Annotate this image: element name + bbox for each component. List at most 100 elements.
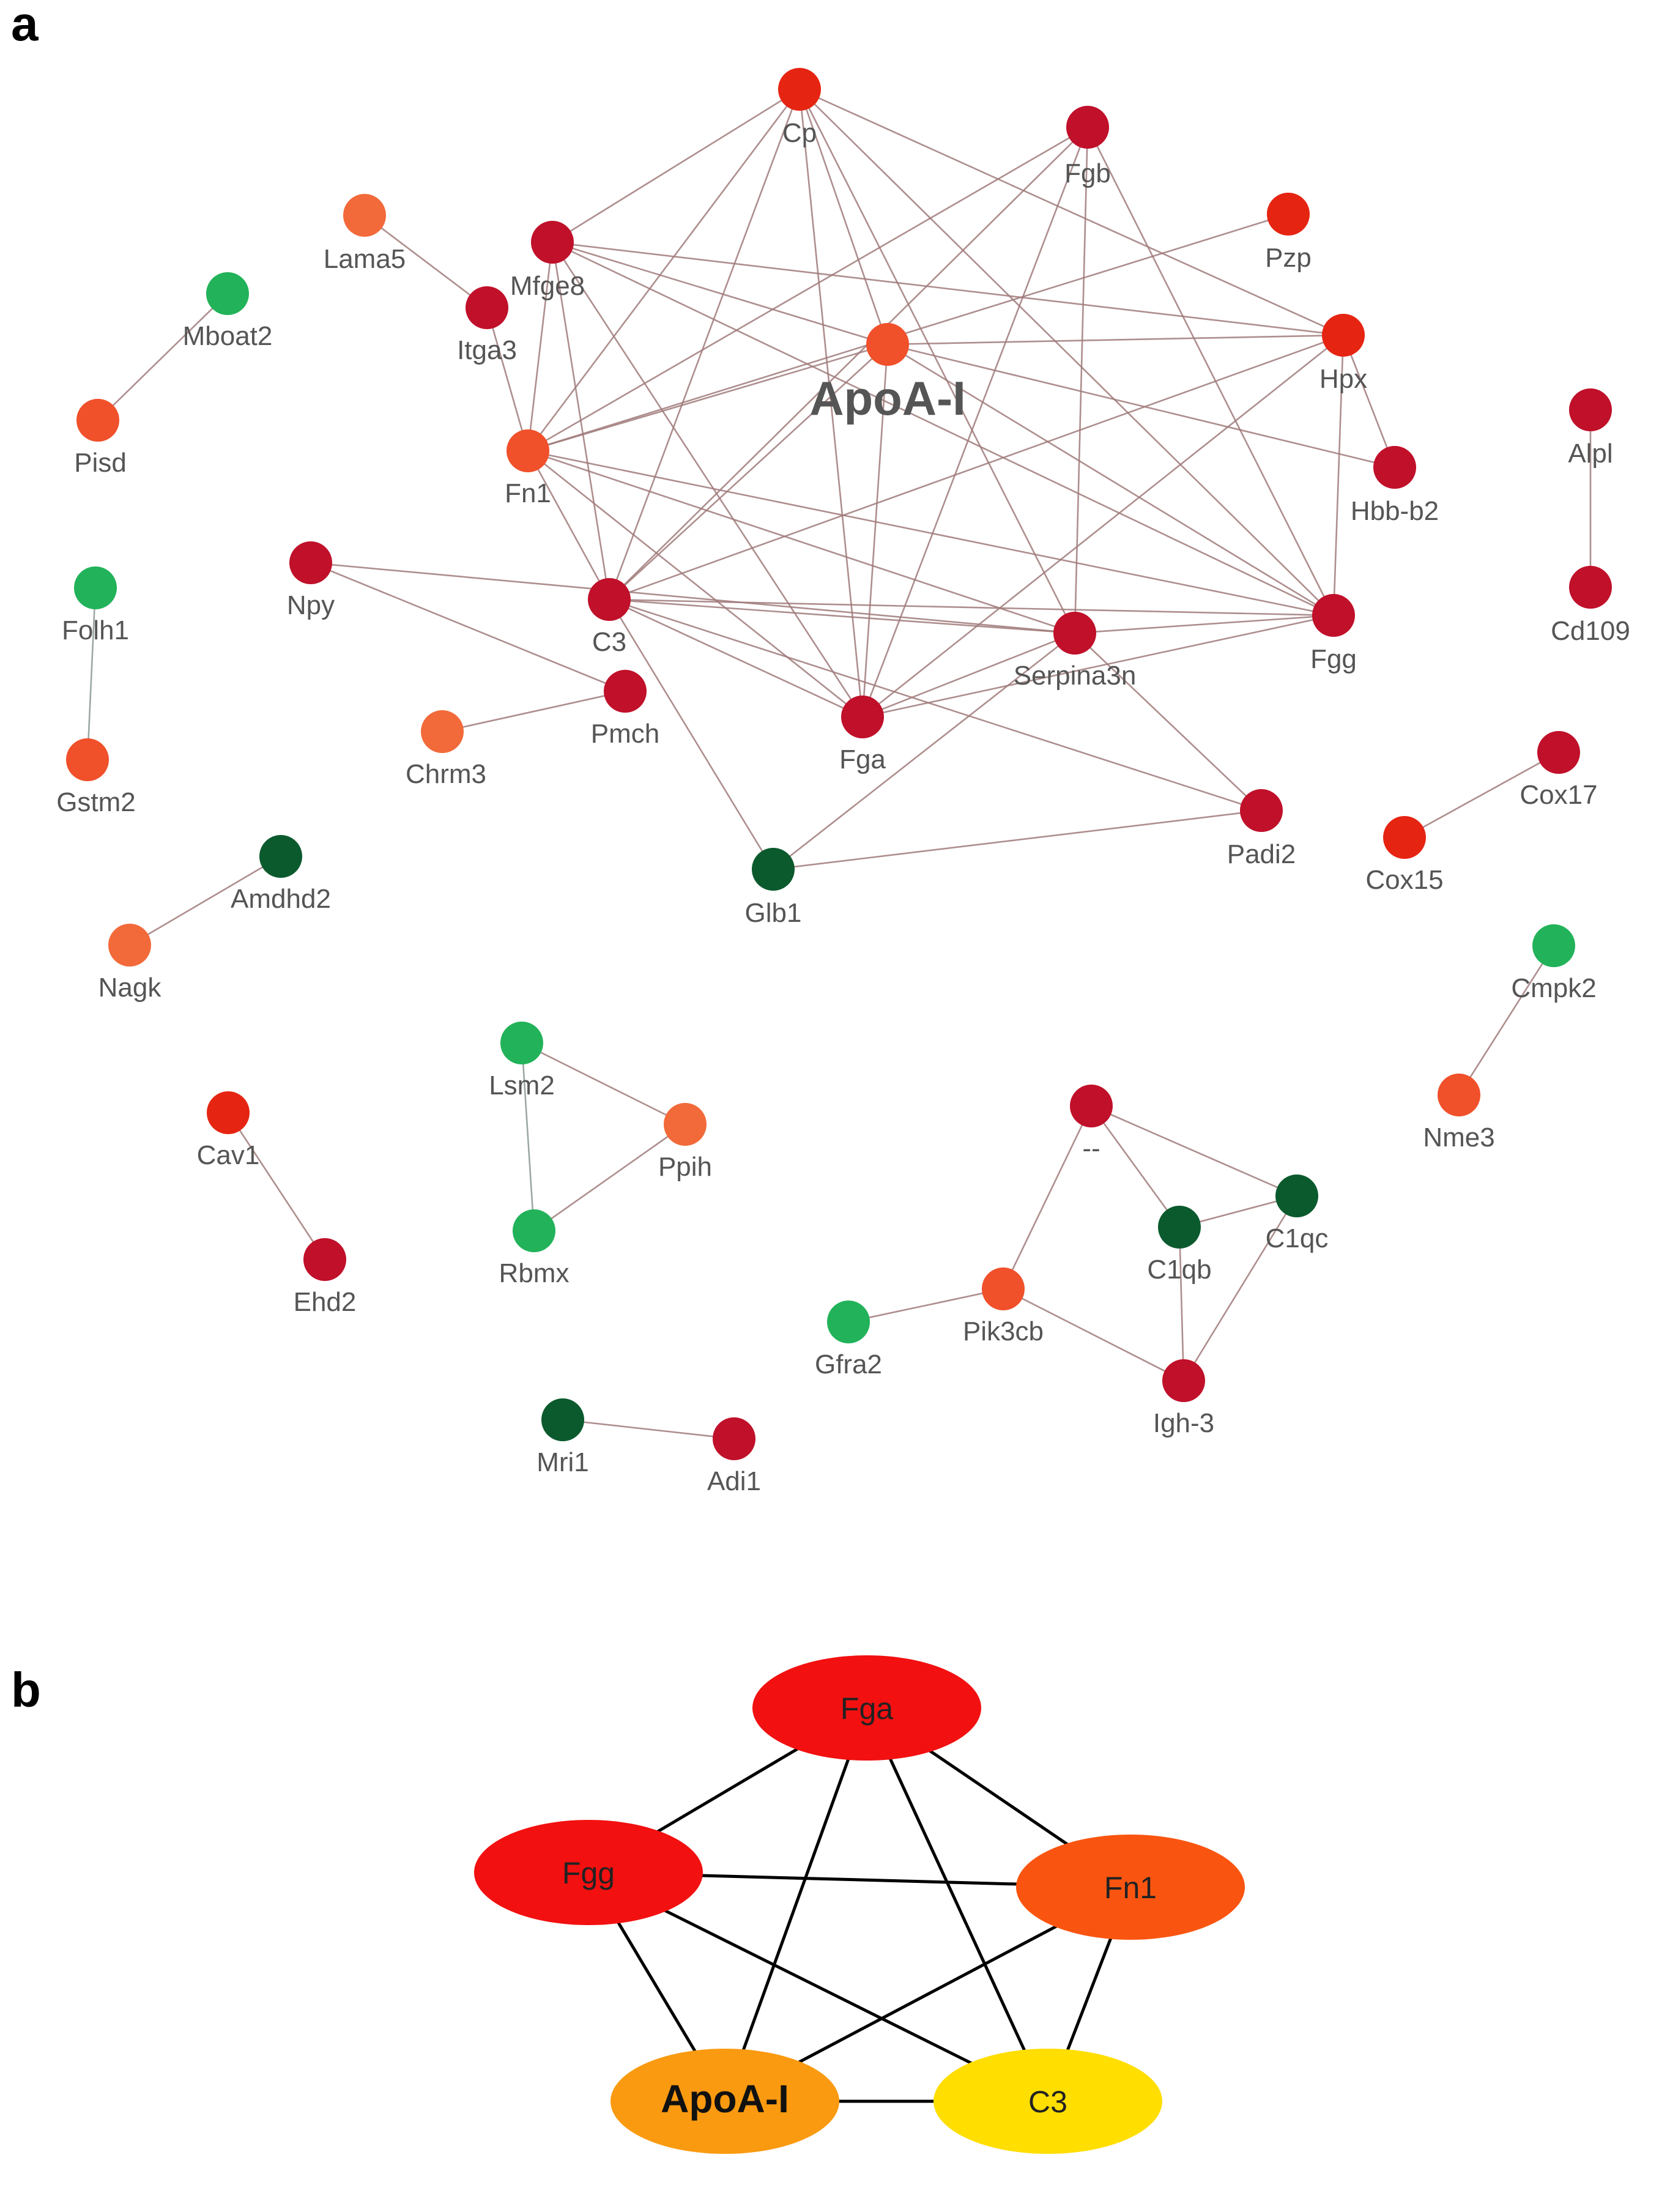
node-label-cp: Cp — [782, 118, 817, 148]
panel-b-letter: b — [11, 1663, 41, 1717]
node-igh-3 — [1162, 1359, 1205, 1402]
node-mri1 — [541, 1398, 584, 1441]
node-b-c3 — [933, 2049, 1162, 2154]
node-fgb — [1066, 106, 1109, 149]
edge-fn1-serpina3n — [527, 450, 1075, 634]
edge-fn1-c3 — [527, 450, 610, 600]
node-cd109 — [1569, 566, 1612, 609]
node-cox17 — [1537, 731, 1580, 774]
node-label-itga3: Itga3 — [457, 335, 517, 365]
edge-apoa-i-hpx — [887, 334, 1344, 346]
node-label-c1qb: C1qb — [1147, 1255, 1211, 1285]
node-label-ehd2: Ehd2 — [294, 1287, 357, 1317]
node-label-folh1: Folh1 — [62, 615, 129, 645]
node-b-fgg — [474, 1820, 703, 1925]
node-label-fgb: Fgb — [1064, 158, 1111, 188]
edge-pik3cb-gfra2 — [848, 1288, 1004, 1323]
edge-amdhd2-nagk — [129, 855, 281, 946]
node-label-ppih: Ppih — [658, 1152, 712, 1182]
edge-lama5-itga3 — [364, 214, 488, 309]
edge-mfge8-fn1 — [527, 242, 554, 451]
edge-cp-serpina3n — [798, 89, 1076, 634]
edge-chrm3-pmch — [442, 690, 626, 733]
node-label-pmch: Pmch — [591, 719, 659, 749]
node-label-pzp: Pzp — [1265, 243, 1312, 273]
edge-fgb-c3 — [609, 127, 1088, 600]
node-label-cd109: Cd109 — [1551, 616, 1630, 646]
edge-mfge8-fgg — [552, 241, 1334, 617]
node-padi2 — [1240, 789, 1283, 832]
node-folh1 — [74, 566, 117, 609]
node-cox15 — [1383, 816, 1426, 859]
edge-c3-serpina3n — [609, 598, 1075, 634]
edge-cp-hpx — [799, 88, 1344, 336]
edge-apoa-i-hbb-b2 — [887, 343, 1395, 469]
edge-mfge8-apoa-i — [552, 241, 888, 346]
edge-c3-padi2 — [609, 598, 1262, 812]
edge-npy-serpina3n — [310, 562, 1075, 634]
node-c3 — [588, 578, 631, 621]
edge-fgb-serpina3n — [1074, 127, 1089, 634]
panel-a-nodes — [66, 68, 1612, 1460]
node-label-fgg: Fgg — [1310, 644, 1357, 674]
edge-dashes-pik3cb — [1002, 1105, 1093, 1290]
node-hbb-b2 — [1373, 446, 1416, 489]
node-dashes — [1070, 1085, 1113, 1127]
edge-glb1-padi2 — [773, 809, 1262, 870]
node-label-fga: Fga — [839, 744, 886, 774]
node-c1qb — [1158, 1206, 1201, 1249]
node-pzp — [1267, 193, 1310, 236]
node-label-cav1: Cav1 — [197, 1140, 260, 1170]
edge-cp-c3 — [608, 89, 801, 600]
node-label-apoa-i: ApoA-I — [809, 371, 966, 425]
edge-c3-glb1 — [608, 599, 774, 870]
node-pisd — [76, 399, 119, 442]
node-lsm2 — [500, 1022, 543, 1064]
node-label-npy: Npy — [287, 590, 335, 620]
edge-mfge8-fga — [551, 242, 864, 718]
node-itga3 — [466, 286, 508, 329]
edge-mboat2-pisd — [97, 293, 228, 421]
node-b-apoa-i — [610, 2049, 839, 2154]
edge-mfge8-c3 — [551, 242, 610, 600]
node-cav1 — [207, 1091, 250, 1134]
node-label-gfra2: Gfra2 — [815, 1349, 882, 1379]
node-label-hpx: Hpx — [1319, 364, 1367, 394]
edge-fga-fgg — [862, 614, 1334, 718]
edge-c1qb-igh-3 — [1178, 1227, 1185, 1381]
panel-a-edges — [86, 88, 1592, 1440]
edge-lsm2-ppih — [521, 1042, 686, 1126]
node-label-c3: C3 — [592, 627, 626, 657]
edge-c3-fga — [609, 598, 863, 718]
node-label-amdhd2: Amdhd2 — [231, 884, 331, 914]
node-glb1 — [752, 848, 795, 891]
node-b-label-fga: Fga — [841, 1691, 893, 1726]
edge-pik3cb-igh-3 — [1003, 1288, 1184, 1382]
node-cp — [778, 68, 821, 111]
edge-cox17-cox15 — [1404, 751, 1559, 839]
edge-fgb-fgg — [1086, 127, 1335, 616]
node-hpx — [1322, 314, 1365, 357]
node-serpina3n — [1053, 612, 1096, 655]
node-label-lama5: Lama5 — [324, 244, 406, 274]
edge-mfge8-hpx — [552, 241, 1344, 336]
node-label-glb1: Glb1 — [745, 898, 802, 928]
node-mboat2 — [206, 272, 249, 315]
edge-b-fga-c3 — [865, 1707, 1050, 2103]
edge-fgb-fga — [861, 127, 1089, 718]
edge-pzp-fn1 — [527, 213, 1289, 452]
node-adi1 — [713, 1417, 755, 1460]
node-npy — [289, 541, 332, 584]
edge-fgb-fn1 — [527, 126, 1088, 452]
node-gstm2 — [66, 738, 109, 781]
node-cmpk2 — [1532, 924, 1575, 967]
node-label-nme3: Nme3 — [1423, 1123, 1494, 1152]
node-label-padi2: Padi2 — [1227, 839, 1296, 869]
edge-hpx-hbb-b2 — [1342, 335, 1396, 468]
panel-a-letter: a — [11, 0, 39, 51]
edge-cp-fgg — [799, 89, 1334, 616]
edge-hpx-fga — [862, 334, 1344, 718]
edge-mri1-adi1 — [562, 1419, 735, 1440]
node-label-alpl: Alpl — [1568, 439, 1612, 469]
